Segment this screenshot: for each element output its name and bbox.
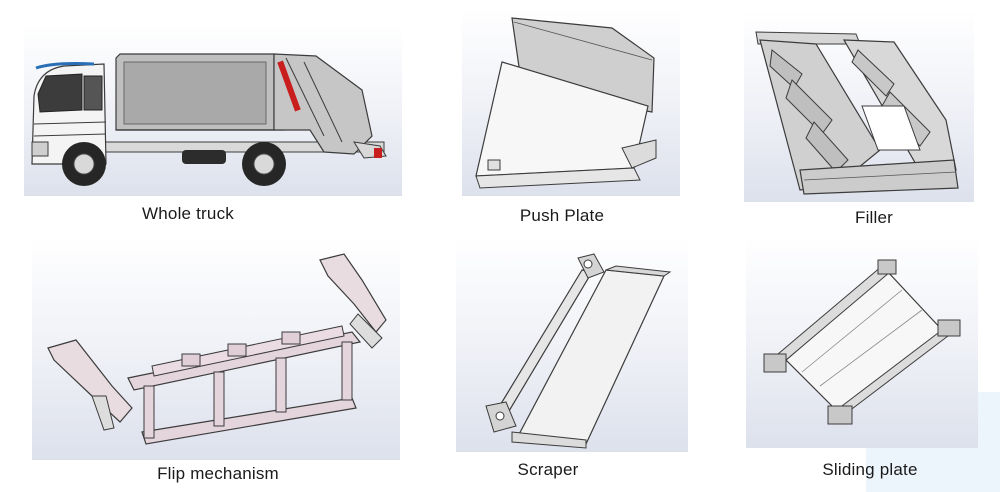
scraper-image (485, 253, 672, 449)
filler-image (755, 31, 959, 195)
sliding-plate-image (763, 259, 961, 425)
filler-panel (744, 10, 974, 202)
flip-mechanism-caption: Flip mechanism (157, 464, 279, 483)
filler-caption: Filler (854, 208, 894, 227)
sliding-plate-caption: Sliding plate (822, 460, 918, 479)
whole-truck-image (31, 53, 387, 186)
flip-mechanism-panel (32, 236, 400, 460)
push-plate-caption: Push Plate (519, 206, 605, 225)
whole-truck-caption: Whole truck (142, 204, 234, 223)
scraper-panel (456, 236, 688, 452)
push-plate-image (475, 17, 657, 189)
sliding-plate-panel (746, 236, 978, 448)
flip-mechanism-image (47, 253, 387, 445)
whole-truck-panel (24, 24, 402, 196)
push-plate-panel (462, 8, 680, 196)
scraper-caption: Scraper (517, 460, 579, 479)
